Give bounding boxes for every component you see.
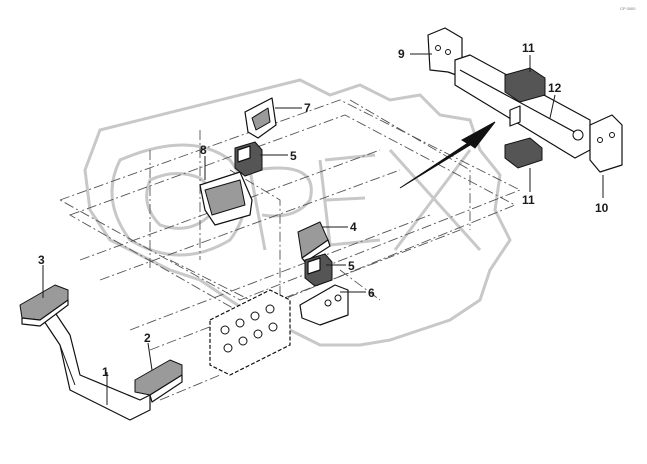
bracket-part-6	[299, 284, 349, 326]
callout-8: 8	[200, 143, 207, 157]
callout-6: 6	[368, 286, 375, 300]
callout-12: 12	[548, 81, 562, 95]
callout-7: 7	[304, 101, 311, 115]
small-plate-part-7	[244, 97, 277, 139]
watermark-logo	[83, 78, 512, 347]
rubber-mount-upper	[234, 141, 263, 177]
callout-10: 10	[595, 201, 609, 215]
leader-lines	[42, 53, 604, 405]
rubber-block-lower	[504, 137, 543, 169]
bracket-part-10	[589, 114, 623, 173]
callout-9: 9	[398, 47, 405, 61]
step-plate-right	[134, 359, 183, 403]
wedge-part-4	[297, 221, 331, 263]
callout-5-upper: 5	[290, 149, 297, 163]
callout-1: 1	[102, 365, 109, 379]
callout-3: 3	[38, 253, 45, 267]
assembly-arrow	[399, 121, 496, 189]
step-frame-part	[39, 304, 151, 421]
callout-5-lower: 5	[348, 259, 355, 273]
callout-2: 2	[144, 331, 151, 345]
rubber-mount-lower	[304, 253, 333, 287]
step-plate-left	[19, 284, 69, 327]
callout-11-upper: 11	[522, 41, 535, 55]
callout-11-lower: 11	[522, 193, 535, 207]
callout-4: 4	[350, 220, 357, 234]
perforated-plate	[209, 289, 291, 376]
chassis-frame	[58, 99, 522, 401]
corner-code: CP 0000	[620, 6, 636, 11]
bracket-part-8	[199, 171, 253, 226]
